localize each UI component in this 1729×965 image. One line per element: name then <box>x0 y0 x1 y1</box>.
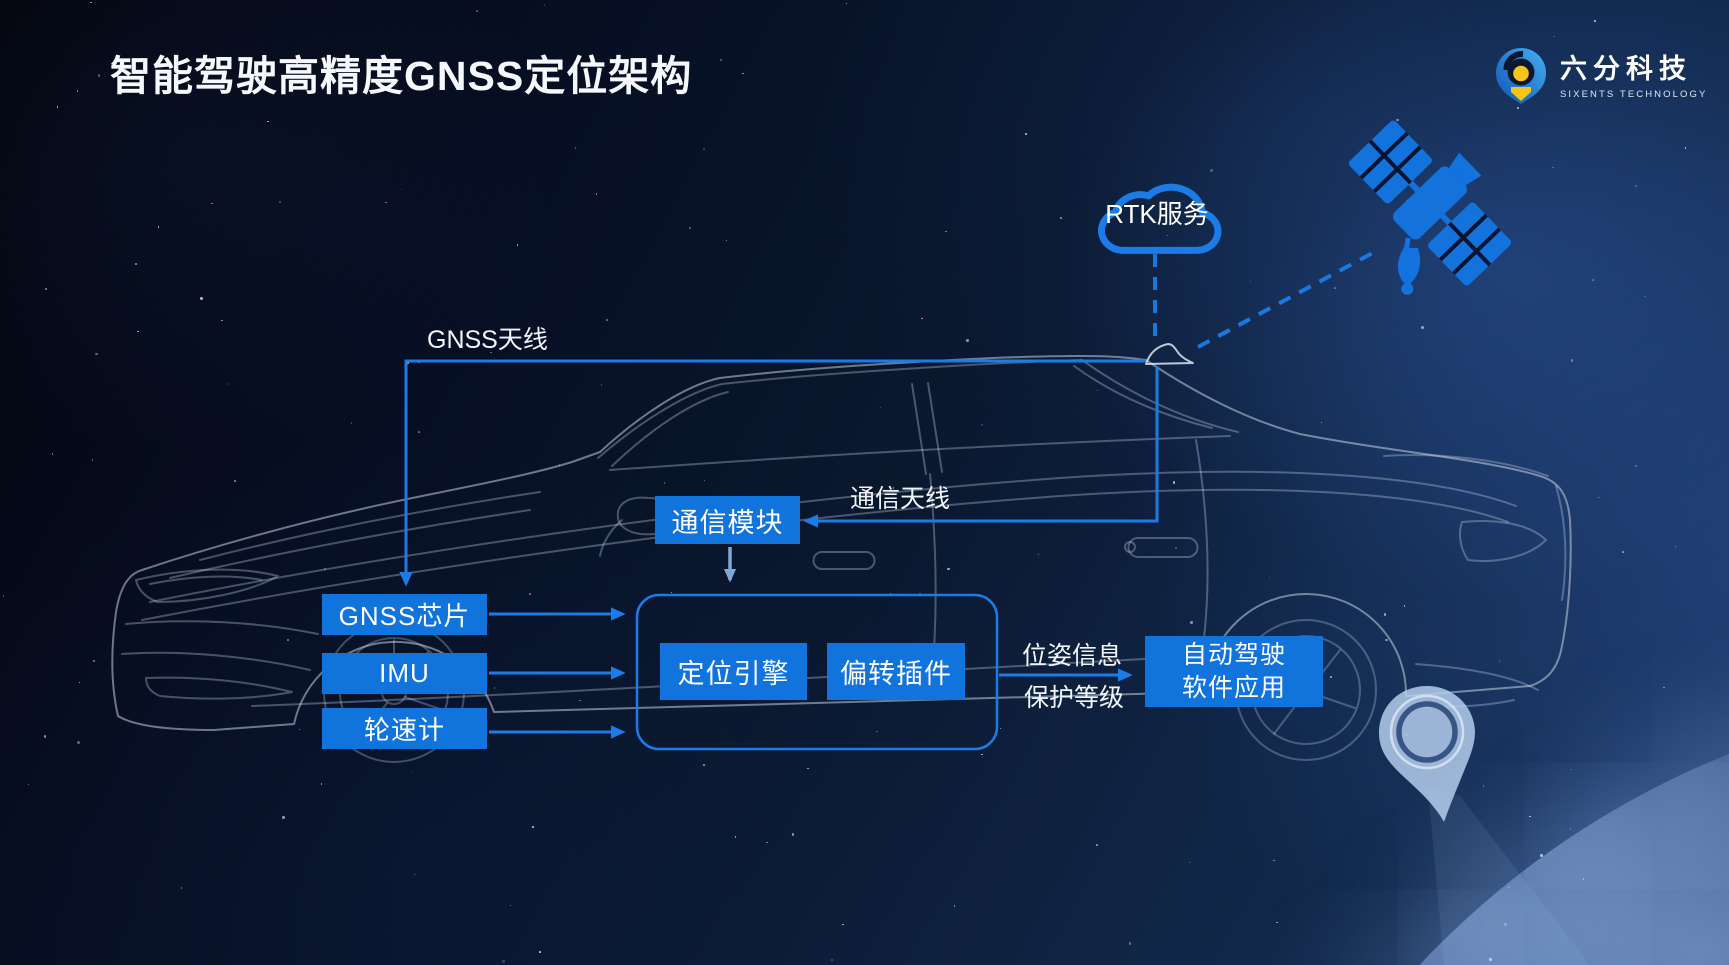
node-autonomous-driving-app: 自动驾驶 软件应用 <box>1145 636 1323 707</box>
fusion-container-frame <box>635 593 999 751</box>
comm-antenna-label: 通信天线 <box>850 485 951 513</box>
pose-info-label: 位姿信息 <box>1022 642 1123 670</box>
cloud-icon <box>1102 187 1218 250</box>
location-pin-icon <box>1379 686 1475 822</box>
node-imu: IMU <box>322 653 487 694</box>
connector-gnss-antenna <box>399 359 1146 587</box>
node-positioning-engine: 定位引擎 <box>660 643 807 700</box>
sixents-pin-logo-icon <box>1496 48 1546 104</box>
connector-comm-antenna <box>803 366 1159 528</box>
logo-name: 六分科技 <box>1560 54 1692 84</box>
pin-beam <box>1428 788 1590 965</box>
protection-level-label: 保护等级 <box>1024 684 1125 712</box>
node-comm-module: 通信模块 <box>655 496 800 544</box>
shark-fin-antenna <box>1145 343 1194 365</box>
company-logo: 六分科技 SIXENTS TECHNOLOGY <box>1494 46 1707 108</box>
node-wheel-odometer: 轮速计 <box>322 708 487 749</box>
gnss-antenna-label: GNSS天线 <box>427 326 548 354</box>
node-gnss-chip: GNSS芯片 <box>322 594 487 635</box>
logo-subtitle: SIXENTS TECHNOLOGY <box>1560 89 1708 100</box>
dashed-link-satellite <box>1197 247 1381 349</box>
rtk-service-label: RTK服务 <box>1105 199 1209 229</box>
page-title: 智能驾驶高精度GNSS定位架构 <box>110 53 693 99</box>
node-deflection-plugin: 偏转插件 <box>827 643 965 700</box>
satellite-icon <box>1348 120 1512 295</box>
